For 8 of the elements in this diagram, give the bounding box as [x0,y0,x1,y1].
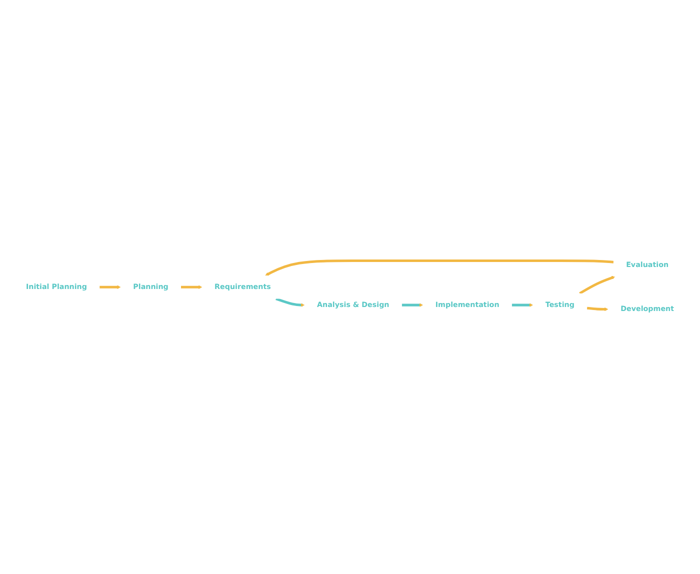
arrow [100,285,121,289]
arrow [579,276,616,294]
arrow [512,303,533,307]
arrow [181,285,202,289]
arrow [276,297,305,307]
arrow [586,306,608,311]
arrow [402,303,423,307]
arrow [265,259,614,276]
